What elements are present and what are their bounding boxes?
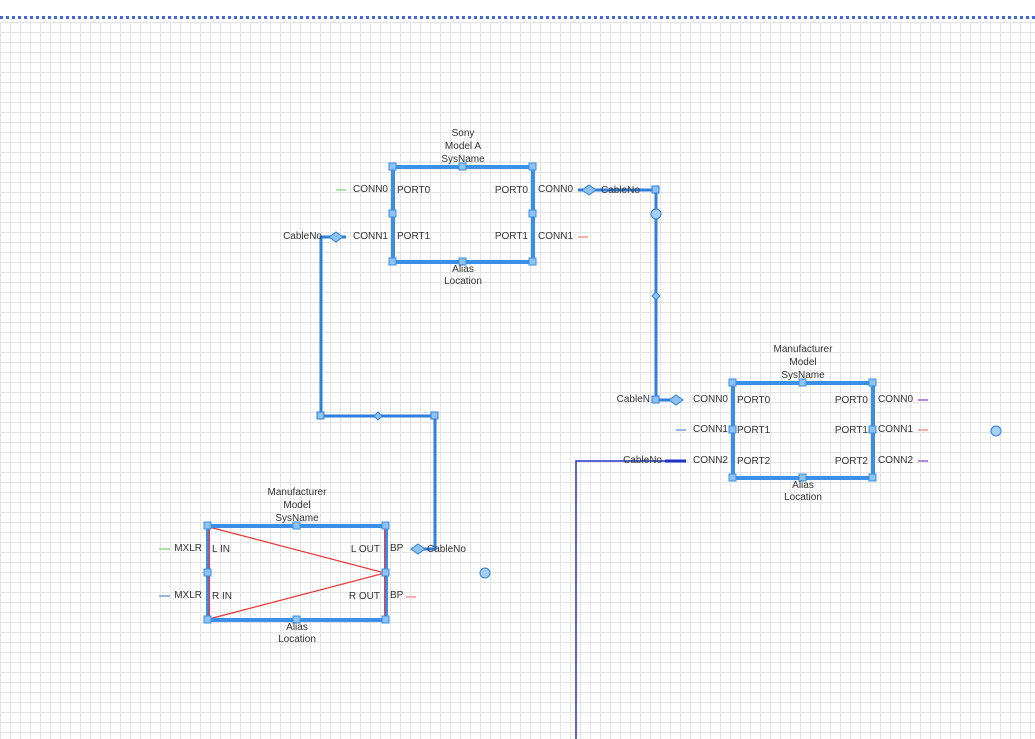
device-sysname: SysName xyxy=(275,513,319,524)
resize-handle[interactable] xyxy=(292,615,301,624)
device-model: Model xyxy=(283,500,311,511)
device-location: Location xyxy=(444,276,482,287)
device-manufacturer: Manufacturer xyxy=(773,344,833,355)
waypoint-handle[interactable] xyxy=(316,411,325,420)
cable-end-diamond[interactable] xyxy=(581,184,597,196)
device-alias: Alias xyxy=(286,622,308,633)
left-conn-label: MXLR xyxy=(174,543,202,554)
left-conn-label: MXLR xyxy=(174,590,202,601)
resize-handle[interactable] xyxy=(798,378,807,387)
left-port-label: R IN xyxy=(212,591,232,602)
right-port-label: L OUT xyxy=(350,544,380,555)
resize-handle[interactable] xyxy=(868,378,877,387)
resize-handle[interactable] xyxy=(728,378,737,387)
left-conn-label: CONN0 xyxy=(692,394,728,405)
crosspoint-line xyxy=(208,572,386,620)
left-port-label: PORT0 xyxy=(737,395,771,406)
device-manufacturer: Manufacturer xyxy=(267,487,327,498)
right-port-label: PORT1 xyxy=(494,231,528,242)
right-conn-label: CONN0 xyxy=(878,394,914,405)
connection-point[interactable] xyxy=(479,567,491,579)
device-bottom-frame[interactable] xyxy=(206,524,388,622)
left-conn-label: CONN1 xyxy=(692,424,728,435)
midpoint-handle[interactable] xyxy=(373,411,383,421)
midpoint-handle[interactable] xyxy=(651,291,661,301)
right-conn-label: CONN1 xyxy=(878,424,914,435)
device-sony-frame[interactable] xyxy=(391,165,535,264)
resize-handle[interactable] xyxy=(458,257,467,266)
left-port-label: L IN xyxy=(212,544,230,555)
resize-handle[interactable] xyxy=(868,425,877,434)
resize-handle[interactable] xyxy=(728,425,737,434)
waypoint-handle[interactable] xyxy=(651,185,660,194)
resize-handle[interactable] xyxy=(528,162,537,171)
cable-label[interactable]: CableNo xyxy=(601,185,640,196)
resize-handle[interactable] xyxy=(388,209,397,218)
device-bottom[interactable] xyxy=(203,521,390,624)
right-port-label: PORT0 xyxy=(494,185,528,196)
crosspoint-line xyxy=(208,526,386,574)
waypoint-handle[interactable] xyxy=(430,411,439,420)
right-conn-label: CONN0 xyxy=(538,184,574,195)
device-sysname: SysName xyxy=(441,154,485,165)
resize-handle[interactable] xyxy=(203,521,212,530)
resize-handle[interactable] xyxy=(381,615,390,624)
cable-label[interactable]: CableNo xyxy=(283,231,322,242)
left-port-label: PORT2 xyxy=(737,456,771,467)
right-port-label: R OUT xyxy=(348,591,380,602)
device-model: Model A xyxy=(444,141,482,152)
connection-point[interactable] xyxy=(650,208,662,220)
left-port-label: PORT1 xyxy=(737,425,771,436)
resize-handle[interactable] xyxy=(388,162,397,171)
cable-sony-conn0-to-right-conn0[interactable] xyxy=(578,188,676,402)
cable-right-conn2[interactable] xyxy=(575,460,686,739)
device-sysname: SysName xyxy=(781,370,825,381)
cable-label[interactable]: CableNo xyxy=(427,544,466,555)
resize-handle[interactable] xyxy=(381,521,390,530)
resize-handle[interactable] xyxy=(203,568,212,577)
selection-dotted-line xyxy=(0,16,1035,19)
waypoint-handle[interactable] xyxy=(651,395,660,404)
cable-label[interactable]: CableN xyxy=(616,394,650,405)
device-right[interactable] xyxy=(728,378,877,482)
left-conn-label: CONN1 xyxy=(352,231,388,242)
resize-handle[interactable] xyxy=(381,568,390,577)
cable-end-diamond[interactable] xyxy=(410,543,426,555)
right-port-label: PORT1 xyxy=(834,425,868,436)
right-conn-label: CONN2 xyxy=(878,455,914,466)
resize-handle[interactable] xyxy=(528,257,537,266)
resize-handle[interactable] xyxy=(868,473,877,482)
device-manufacturer: Sony xyxy=(451,128,475,139)
left-conn-label: CONN2 xyxy=(692,455,728,466)
device-location: Location xyxy=(784,492,822,503)
cable-end-diamond[interactable] xyxy=(668,394,684,406)
left-port-label: PORT0 xyxy=(397,185,431,196)
resize-handle[interactable] xyxy=(203,615,212,624)
resize-handle[interactable] xyxy=(458,162,467,171)
left-conn-label: CONN0 xyxy=(352,184,388,195)
resize-handle[interactable] xyxy=(528,209,537,218)
right-port-label: PORT0 xyxy=(834,395,868,406)
device-model: Model xyxy=(789,357,817,368)
cable-end-diamond[interactable] xyxy=(328,231,344,243)
device-alias: Alias xyxy=(792,480,814,491)
cable-label[interactable]: CableNo xyxy=(623,455,662,466)
resize-handle[interactable] xyxy=(798,473,807,482)
device-alias: Alias xyxy=(452,264,474,275)
resize-handle[interactable] xyxy=(728,473,737,482)
connection-point[interactable] xyxy=(990,425,1002,437)
resize-handle[interactable] xyxy=(388,257,397,266)
right-conn-label: CONN1 xyxy=(538,231,574,242)
device-sony[interactable] xyxy=(388,162,537,266)
device-location: Location xyxy=(278,634,316,645)
left-port-label: PORT1 xyxy=(397,231,431,242)
resize-handle[interactable] xyxy=(292,521,301,530)
right-port-label: PORT2 xyxy=(834,456,868,467)
right-conn-label: BP xyxy=(390,543,404,554)
right-conn-label: BP xyxy=(390,590,404,601)
